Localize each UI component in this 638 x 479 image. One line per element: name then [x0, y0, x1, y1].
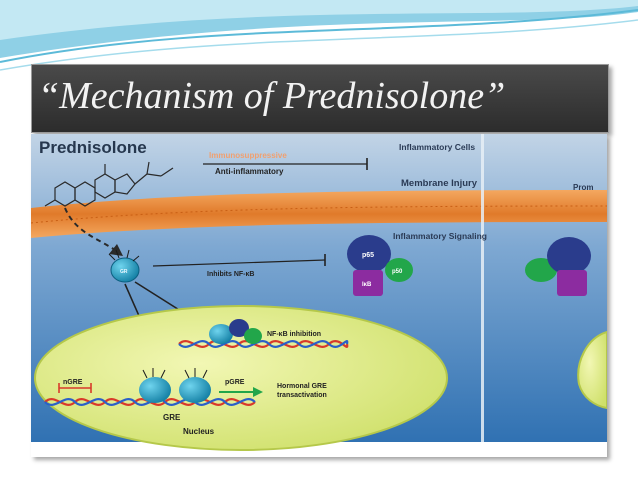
p50-label: p50 — [392, 269, 403, 275]
membrane-injury-label: Membrane Injury — [401, 178, 478, 189]
pgre-activation-arrowhead — [253, 387, 263, 397]
nfkb-complex: p65 p50 IκB — [347, 235, 413, 296]
nfkb-complex-right-panel — [525, 237, 591, 296]
gre-bound-gr-dimer — [139, 368, 211, 403]
pgre-label: pGRE — [225, 379, 245, 386]
nucleus-label: Nucleus — [183, 427, 215, 436]
mechanism-diagram: Prednisolone Immunosuppressive Anti-infl… — [31, 134, 607, 457]
hormonal-gre-label: Hormonal GRE — [277, 383, 327, 390]
anti-inflammatory-label: Anti-inflammatory — [215, 167, 284, 176]
nucleus-right-panel — [577, 330, 607, 410]
gre-label: GRE — [163, 413, 181, 422]
inhibits-nfkb-line — [152, 259, 326, 267]
ngre-label: nGRE — [63, 379, 83, 386]
membrane-texture — [31, 205, 607, 224]
inflammatory-signaling-label: Inflammatory Signaling — [393, 231, 487, 241]
slide-title: “Mechanism of Prednisolone” — [38, 75, 506, 117]
dna-strand-upper — [178, 340, 349, 348]
nfkb-inhibition-gr-complex — [209, 319, 262, 344]
gr-label: GR — [120, 269, 128, 275]
p65-label: p65 — [362, 252, 374, 259]
panel-divider — [481, 134, 484, 442]
title-bar: “Mechanism of Prednisolone” — [31, 64, 609, 133]
nfkb-inhibition-label: NF-κB inhibition — [267, 331, 321, 338]
steroid-structure — [44, 161, 174, 207]
header-wave-decoration — [0, 0, 638, 71]
immunosuppressive-label: Immunosuppressive — [209, 151, 287, 160]
inflammatory-cells-label: Inflammatory Cells — [399, 142, 475, 152]
transactivation-label: transactivation — [277, 392, 327, 399]
inhibits-nfkb-label: Inhibits NF-κB — [207, 271, 254, 278]
cytoplasmic-glucocorticoid-receptor: GR — [108, 249, 140, 283]
right-panel-partial-label: Prom — [573, 183, 593, 192]
ikb-label: IκB — [362, 282, 372, 288]
drug-label: Prednisolone — [39, 138, 147, 157]
cell-membrane — [31, 190, 607, 238]
prednisolone-mechanism-figure: Prednisolone Immunosuppressive Anti-infl… — [31, 134, 607, 457]
